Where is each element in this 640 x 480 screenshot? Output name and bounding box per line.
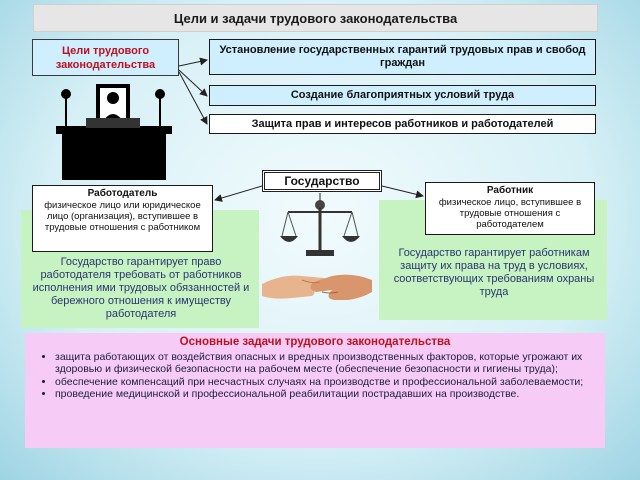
page-title: Цели и задачи трудового законодательства	[33, 4, 598, 32]
employee-guarantee-text: Государство гарантирует работникам защит…	[393, 247, 595, 298]
employer-heading: Работодатель	[87, 188, 158, 199]
employer-definition: физическое лицо или юридическое лицо (ор…	[44, 200, 201, 233]
employer-guarantee-text: Государство гарантирует право работодате…	[32, 256, 250, 320]
employer-box: Работодатель физическое лицо или юридиче…	[32, 185, 213, 252]
employee-heading: Работник	[486, 185, 534, 196]
tasks-list: защита работающих от воздействия опасных…	[25, 351, 605, 401]
goal-item-protection: Защита прав и интересов работников и раб…	[209, 114, 596, 134]
tasks-heading: Основные задачи трудового законодательст…	[179, 336, 451, 348]
tasks-panel: Основные задачи трудового законодательст…	[25, 333, 605, 448]
task-item: обеспечение компенсаций при несчастных с…	[55, 376, 599, 389]
judge-illustration	[56, 84, 172, 180]
employee-box: Работник физическое лицо, вступившее в т…	[425, 182, 595, 235]
goals-heading: Цели трудового законодательства	[32, 39, 179, 76]
task-item: проведение медицинской и профессионально…	[55, 388, 599, 401]
goal-item-guarantees: Установление государственных гарантий тр…	[209, 39, 596, 75]
state-box: Государство	[262, 170, 382, 192]
goal-item-conditions: Создание благоприятных условий труда	[209, 85, 596, 106]
employee-definition: физическое лицо, вступившее в трудовые о…	[438, 197, 582, 230]
handshake-icon	[262, 274, 372, 300]
scales-icon	[280, 200, 360, 256]
task-item: защита работающих от воздействия опасных…	[55, 351, 599, 376]
